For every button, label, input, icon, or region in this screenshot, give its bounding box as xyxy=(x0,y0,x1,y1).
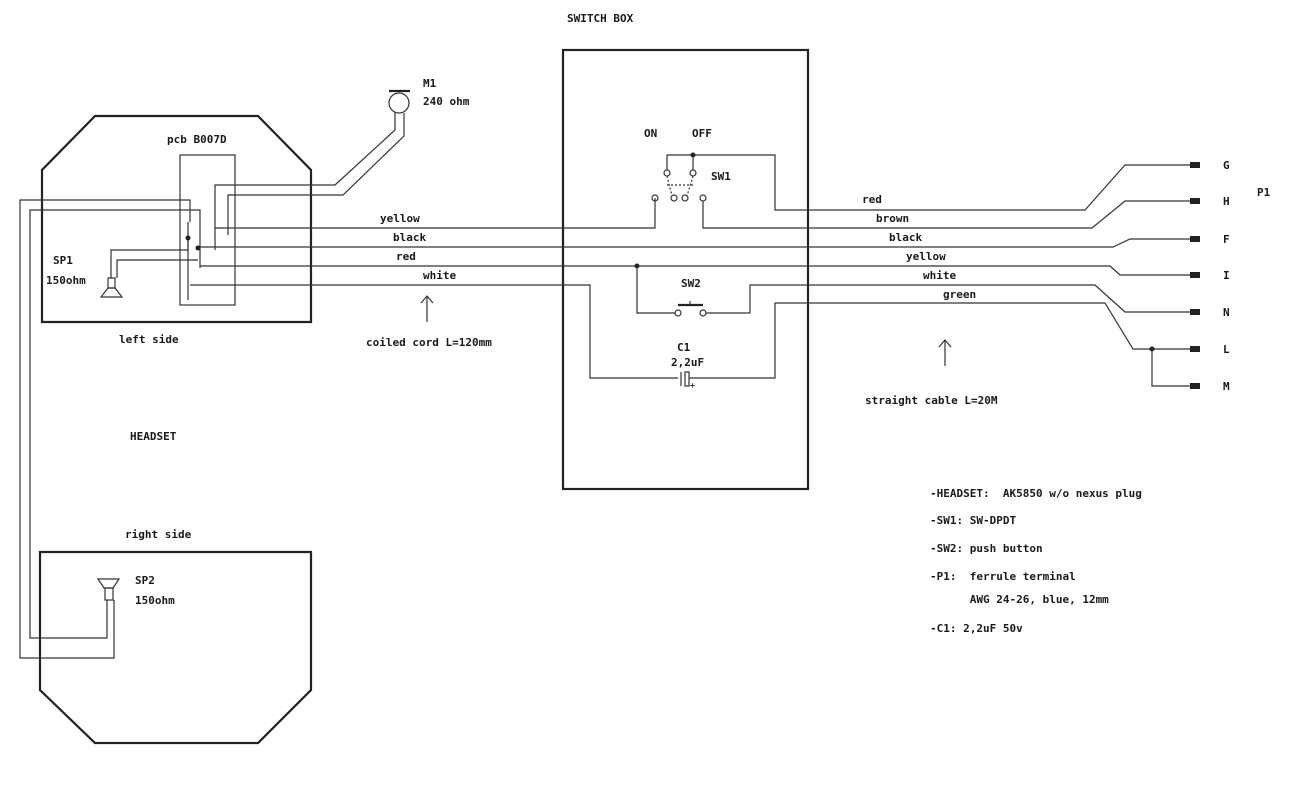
pcb-traces xyxy=(185,222,201,300)
sp2-name: SP2 xyxy=(135,574,155,587)
sp2-value: 150ohm xyxy=(135,594,175,607)
wire-label-right: red xyxy=(862,193,882,206)
p1-label: P1 xyxy=(1257,186,1271,199)
terminal-label: M xyxy=(1223,380,1230,393)
wire-label-left: red xyxy=(396,250,416,263)
wire-label-right: yellow xyxy=(906,250,946,263)
terminal-label: G xyxy=(1223,159,1230,172)
terminal-label: L xyxy=(1223,343,1230,356)
p1-terminals xyxy=(1190,162,1200,389)
wire-label-left: black xyxy=(393,231,426,244)
capacitor-c1 xyxy=(680,302,1190,387)
terminal-label: H xyxy=(1223,195,1230,208)
headset-label: HEADSET xyxy=(130,430,177,443)
note-line: AWG 24-26, blue, 12mm xyxy=(930,593,1109,606)
wire-label-right: white xyxy=(923,269,956,282)
coiled-cord-wires xyxy=(190,198,1190,379)
note-line: -HEADSET: AK5850 w/o nexus plug xyxy=(930,487,1142,500)
c1-name: C1 xyxy=(677,341,691,354)
m1-value: 240 ohm xyxy=(423,95,470,108)
c1-value: 2,2uF xyxy=(671,356,704,369)
switch-sw1 xyxy=(651,152,1190,229)
sp1-value: 150ohm xyxy=(46,274,86,287)
headset-right-side-outline xyxy=(38,550,313,745)
note-line: -C1: 2,2uF 50v xyxy=(930,622,1023,635)
speaker-sp1 xyxy=(99,238,198,298)
coiled-cord-label: coiled cord L=120mm xyxy=(366,336,492,349)
note-line: -SW2: push button xyxy=(930,542,1043,555)
microphone-m1 xyxy=(214,89,410,250)
off-label: OFF xyxy=(692,127,712,140)
coiled-cord-arrow xyxy=(420,295,434,322)
wire-label-left: yellow xyxy=(380,212,420,225)
speaker-sp2 xyxy=(19,199,201,659)
wire-label-right: green xyxy=(943,288,976,301)
terminal-label: N xyxy=(1223,306,1230,319)
switch-box-label: SWITCH BOX xyxy=(567,12,634,25)
straight-cable-arrow xyxy=(938,339,952,366)
wire-label-right: brown xyxy=(876,212,909,225)
pcb-board xyxy=(179,154,236,306)
headset-left-side-outline xyxy=(40,114,313,324)
terminal-label: I xyxy=(1223,269,1230,282)
terminal-label: F xyxy=(1223,233,1230,246)
straight-cable-label: straight cable L=20M xyxy=(865,394,998,407)
wire-label-left: white xyxy=(423,269,456,282)
pcb-label: pcb B007D xyxy=(167,133,227,146)
switch-sw2 xyxy=(634,263,1190,317)
m1-name: M1 xyxy=(423,77,437,90)
sw1-label: SW1 xyxy=(711,170,731,183)
on-label: ON xyxy=(644,127,657,140)
sp1-name: SP1 xyxy=(53,254,73,267)
note-line: -P1: ferrule terminal xyxy=(930,570,1076,583)
switch-box-outline xyxy=(561,48,810,491)
wire-label-right: black xyxy=(889,231,922,244)
left-side-label: left side xyxy=(119,333,179,346)
right-side-label: right side xyxy=(125,528,192,541)
note-line: -SW1: SW-DPDT xyxy=(930,514,1016,527)
cap-plus: + xyxy=(690,381,695,390)
sw2-label: SW2 xyxy=(681,277,701,290)
